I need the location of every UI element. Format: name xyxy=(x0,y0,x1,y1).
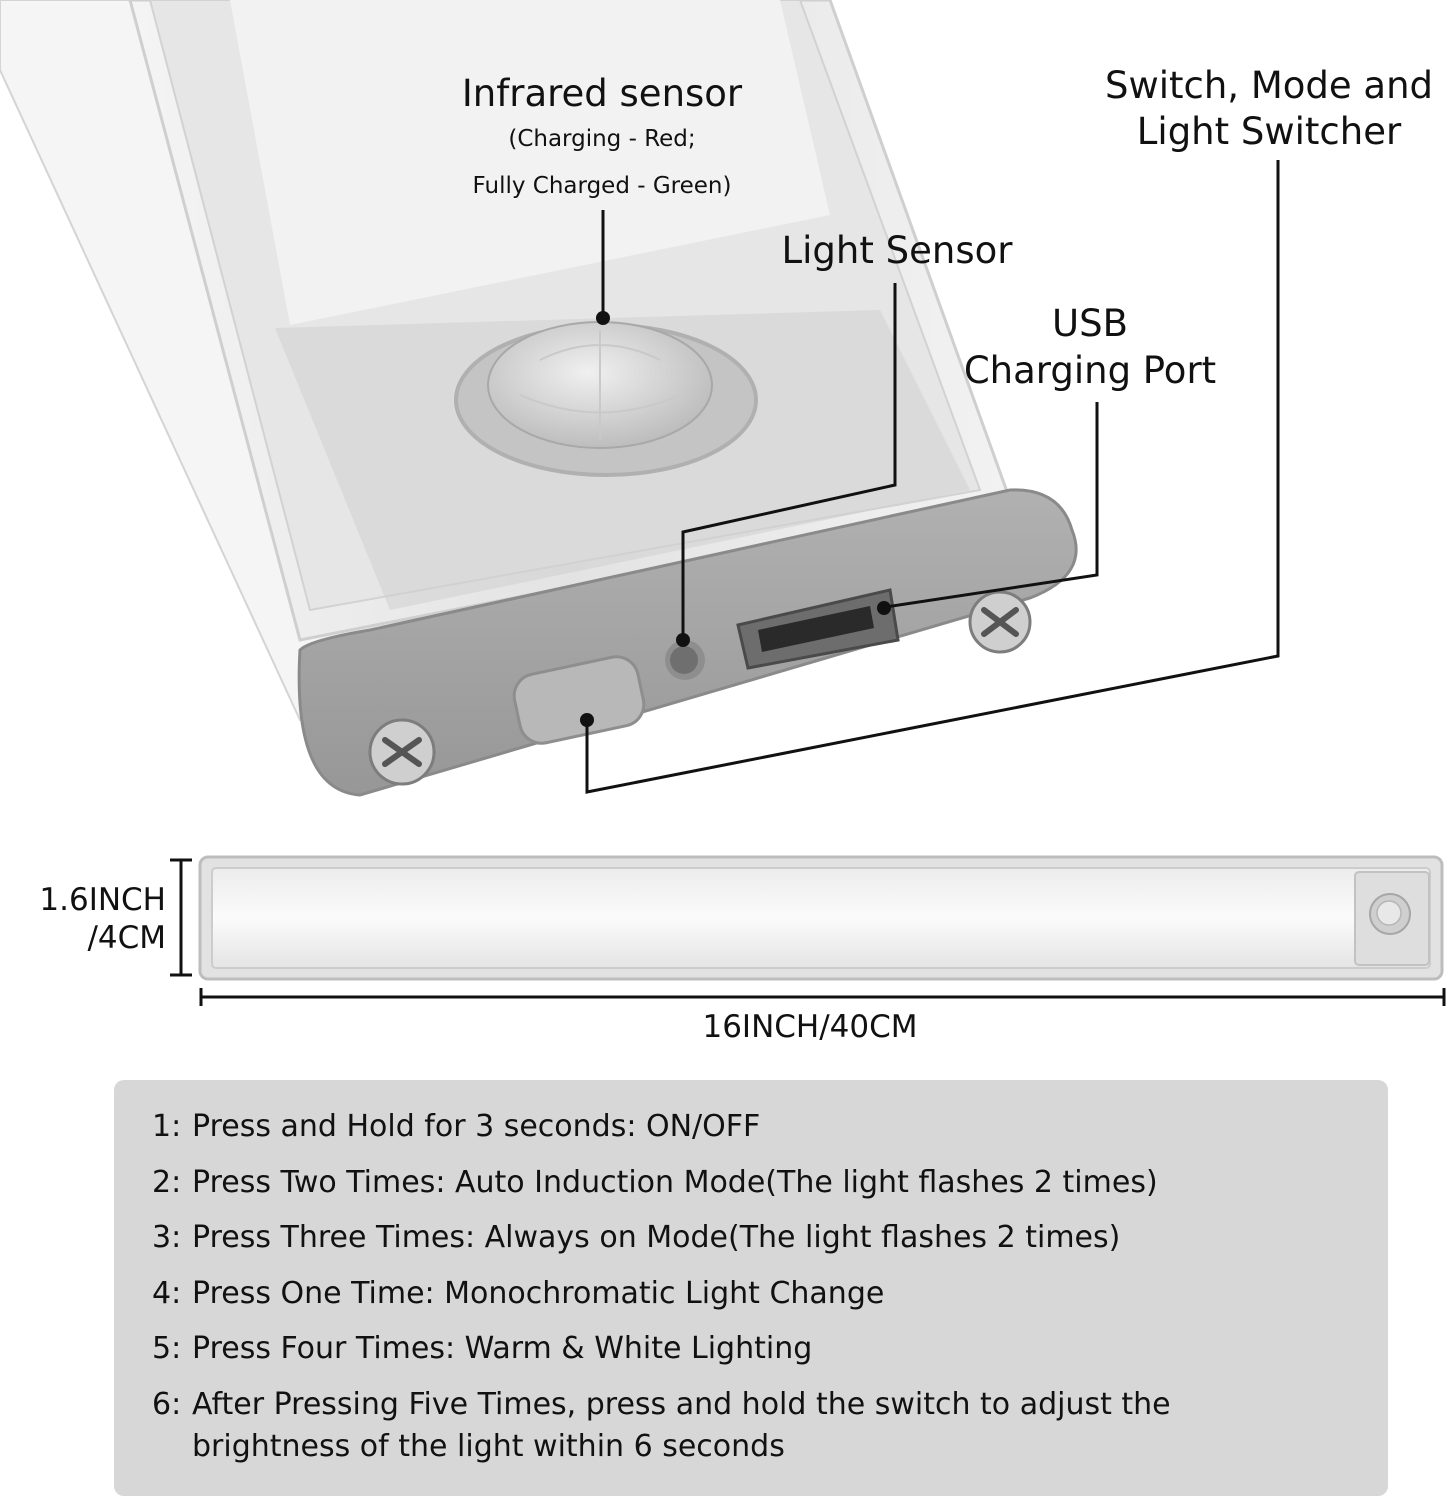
instruction-item: 2: Press Two Times: Auto Induction Mode(… xyxy=(152,1162,1262,1204)
instruction-number: 4: xyxy=(152,1275,182,1311)
instruction-item: 1: Press and Hold for 3 seconds: ON/OFF xyxy=(152,1106,1262,1148)
usb-port-title-line2: Charging Port xyxy=(963,349,1217,392)
screw-left xyxy=(368,718,436,786)
instruction-text: Press Two Times: Auto Induction Mode(The… xyxy=(192,1164,1158,1200)
instruction-text: After Pressing Five Times, press and hol… xyxy=(192,1386,1171,1464)
instruction-number: 2: xyxy=(152,1164,182,1200)
switch-callout: Switch, Mode and Light Switcher xyxy=(1085,63,1453,155)
leader-line-light-sensor xyxy=(676,283,897,647)
instruction-number: 1: xyxy=(152,1109,182,1144)
light-sensor-hole xyxy=(665,640,705,680)
instruction-text: Press Three Times: Always on Mode(The li… xyxy=(192,1220,1121,1255)
usb-port xyxy=(736,588,900,670)
infrared-sensor-dome xyxy=(454,321,758,477)
infrared-sensor-callout: Infrared sensor (Charging - Red; Fully C… xyxy=(392,72,812,210)
instruction-number: 3: xyxy=(152,1220,182,1255)
instruction-item: 3: Press Three Times: Always on Mode(The… xyxy=(152,1217,1262,1259)
width-dimension-marker xyxy=(199,988,1446,1006)
height-dimension-line2: /4CM xyxy=(87,920,166,956)
leader-line-usb xyxy=(877,402,1099,615)
switch-title-line1: Switch, Mode and xyxy=(1104,64,1434,107)
usb-port-callout: USB Charging Port xyxy=(940,300,1240,394)
infrared-sensor-title: Infrared sensor xyxy=(461,72,743,115)
light-bar-body xyxy=(0,0,1013,722)
width-dimension-label: 16INCH/40CM xyxy=(702,1009,918,1045)
strip-light-full-view xyxy=(198,855,1444,981)
instruction-item: 5: Press Four Times: Warm & White Lighti… xyxy=(152,1328,1262,1370)
light-sensor-callout: Light Sensor xyxy=(752,229,1042,273)
instruction-number: 6: xyxy=(152,1386,182,1422)
infrared-sensor-note-line2: Fully Charged - Green) xyxy=(472,173,732,200)
instruction-text: Press and Hold for 3 seconds: ON/OFF xyxy=(192,1109,761,1144)
light-sensor-title: Light Sensor xyxy=(781,229,1013,272)
instruction-item: 4: Press One Time: Monochromatic Light C… xyxy=(152,1273,1262,1315)
instruction-text: Press One Time: Monochromatic Light Chan… xyxy=(192,1275,885,1311)
instructions-panel: 1: Press and Hold for 3 seconds: ON/OFF … xyxy=(114,1080,1388,1496)
leader-line-infrared xyxy=(596,210,610,325)
height-dimension-label: 1.6INCH /4CM xyxy=(20,881,166,957)
instruction-number: 5: xyxy=(152,1331,182,1366)
instruction-item: 6: After Pressing Five Times, press and … xyxy=(152,1384,1262,1468)
product-illustration xyxy=(0,0,1446,1006)
screw-right xyxy=(968,590,1032,654)
instructions-list: 1: Press and Hold for 3 seconds: ON/OFF … xyxy=(152,1106,1262,1481)
usb-port-title-line1: USB xyxy=(1052,302,1128,345)
leader-line-switch xyxy=(580,160,1280,794)
instruction-text: Press Four Times: Warm & White Lighting xyxy=(192,1331,813,1366)
switch-title-line2: Light Switcher xyxy=(1136,110,1402,153)
height-dimension-marker xyxy=(170,858,192,977)
height-dimension-line1: 1.6INCH xyxy=(39,882,166,918)
infrared-sensor-note-line1: (Charging - Red; xyxy=(508,126,696,153)
